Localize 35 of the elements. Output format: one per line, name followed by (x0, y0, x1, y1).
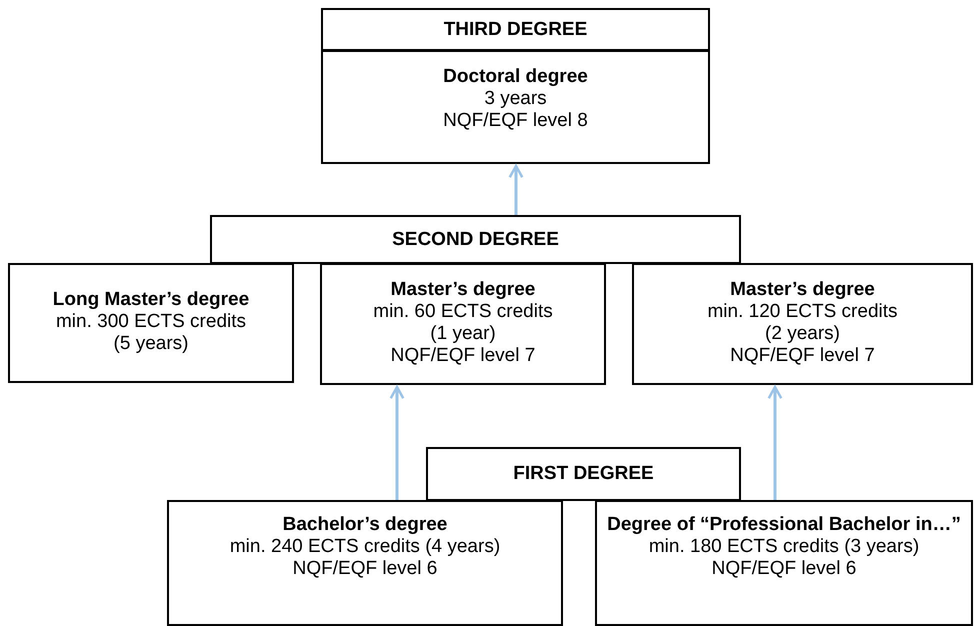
level-header-box (321, 8, 710, 51)
arrow (508, 164, 524, 215)
level-title: THIRD DEGREE (444, 18, 588, 40)
degree-detail: min. 240 ECTS credits (4 years) (230, 536, 500, 558)
degree-title: Bachelor’s degree (282, 514, 448, 536)
level-header-box (210, 215, 741, 264)
level-title: FIRST DEGREE (513, 463, 654, 485)
degree-title: Degree of “Professional Bachelor in…” (607, 514, 961, 536)
degree-title: Doctoral degree (443, 66, 588, 88)
degree-detail: NQF/EQF level 7 (730, 345, 875, 367)
degree-detail: NQF/EQF level 6 (712, 558, 856, 580)
arrow (390, 386, 404, 500)
degree-title: Long Master’s degree (52, 289, 250, 311)
degree-detail: 3 years (484, 88, 547, 110)
degree-box (595, 500, 973, 626)
degree-box (167, 500, 563, 626)
degree-title: Master’s degree (390, 279, 536, 301)
degree-detail: min. 60 ECTS credits (373, 301, 553, 323)
degree-box (8, 263, 294, 383)
level-header-box (426, 447, 741, 501)
degree-detail: min. 120 ECTS credits (707, 301, 898, 323)
degree-detail: (5 years) (114, 333, 188, 355)
degree-title: Master’s degree (730, 279, 875, 301)
degree-detail: (1 year) (430, 323, 496, 345)
degree-detail: NQF/EQF level 8 (443, 110, 588, 132)
degree-detail: min. 300 ECTS credits (56, 311, 246, 333)
degree-box (320, 263, 606, 385)
degree-detail: NQF/EQF level 7 (390, 345, 536, 367)
degree-box (632, 263, 973, 385)
degree-box (321, 50, 710, 164)
degree-detail: NQF/EQF level 6 (292, 558, 438, 580)
degree-detail: min. 180 ECTS credits (3 years) (648, 536, 920, 558)
arrow (768, 386, 782, 500)
level-title: SECOND DEGREE (392, 228, 559, 250)
degree-detail: (2 years) (765, 323, 840, 345)
